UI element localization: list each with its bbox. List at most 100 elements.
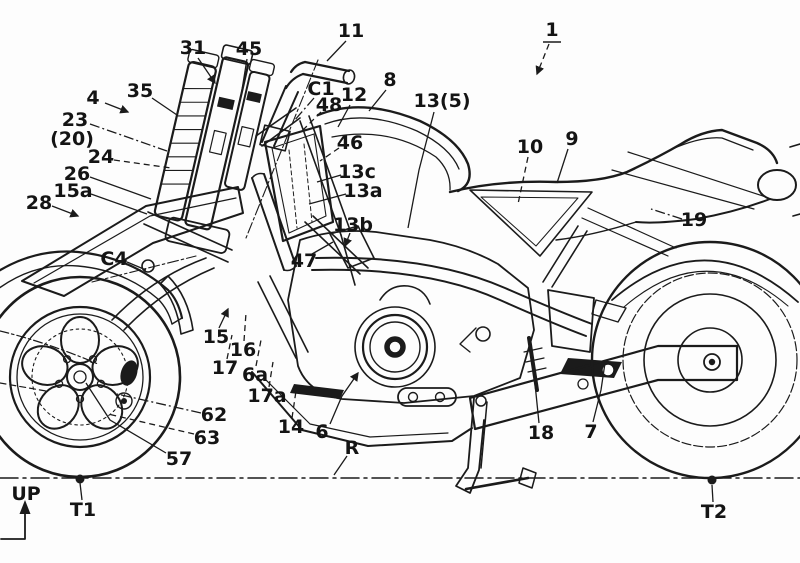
- center-stand: [455, 395, 537, 494]
- ref-label-1: 1: [545, 19, 558, 41]
- handlebar-steering: [245, 59, 356, 239]
- ref-label-17a: 17a: [247, 385, 286, 407]
- leader-line-8: [368, 89, 387, 112]
- leader-line-62: [116, 393, 202, 414]
- ref-label-20: (20): [50, 128, 94, 150]
- cylinder-block: [329, 225, 375, 269]
- ref-label-9: 9: [565, 128, 578, 150]
- leader-line-13-5: [407, 111, 435, 229]
- front-rim-inner: [16, 313, 144, 441]
- ref-label-16: 16: [230, 339, 256, 361]
- front-rim-outer: [8, 305, 152, 449]
- spring-coils: [161, 88, 212, 185]
- leader-line-C4: [126, 261, 147, 271]
- swingarm: [468, 344, 739, 431]
- ref-label-45: 45: [236, 38, 262, 60]
- ground-tangent-point-T2: [707, 475, 717, 485]
- leader-line-35: [151, 97, 178, 116]
- taillight: [757, 169, 797, 201]
- leader-line-13b: [343, 232, 352, 248]
- handlebar-grip: [303, 60, 351, 73]
- front-cover-panel: [21, 186, 244, 297]
- leader-line-13a: [308, 193, 347, 205]
- main-frame: [304, 215, 627, 392]
- ref-label-48: 48: [316, 94, 342, 116]
- ref-label-7: 7: [584, 421, 597, 443]
- leader-line-18: [533, 373, 540, 424]
- ref-label-6a: 6a: [242, 364, 268, 386]
- ref-label-14: 14: [278, 416, 304, 438]
- ref-label-46: 46: [337, 132, 363, 154]
- leader-line-6a: [255, 339, 262, 367]
- up-orientation-arrow: [0, 500, 31, 540]
- rear-rim: [643, 293, 777, 427]
- leader-line-45: [240, 58, 248, 97]
- front-box-panel: [263, 124, 335, 243]
- leader-line-57: [85, 382, 167, 454]
- footpeg-mount: [475, 326, 491, 342]
- leader-line-T2: [711, 484, 714, 503]
- belly-vent-shadow: [290, 384, 344, 399]
- leader-line-31: [197, 57, 216, 85]
- leader-line-11: [326, 40, 347, 62]
- seat-top-line: [448, 128, 779, 194]
- bodywork: [316, 106, 800, 308]
- front-brake-caliper: [120, 360, 138, 386]
- ref-label-11: 11: [338, 20, 364, 42]
- leader-line-15: [218, 307, 229, 329]
- fender-stay-blade: [159, 275, 194, 335]
- ref-label-63: 63: [194, 427, 220, 449]
- leader-line-24: [113, 159, 172, 169]
- ground-tangent-point-T1: [75, 474, 85, 484]
- ref-label-19: 19: [681, 209, 707, 231]
- leader-line-9: [556, 148, 569, 184]
- crank-center: [384, 336, 406, 358]
- front-suspension-unit: [153, 44, 276, 254]
- rear-hub: [677, 327, 743, 393]
- side-cover-panel: [469, 189, 593, 257]
- leader-line-C1: [293, 97, 315, 122]
- ref-label-R: R: [345, 437, 360, 459]
- ref-label-23: 23: [62, 109, 88, 131]
- ref-label-T2: T2: [701, 501, 727, 523]
- front-hub: [66, 363, 94, 391]
- leader-line-T1: [79, 482, 83, 501]
- leader-line-46: [319, 147, 340, 162]
- leader-line-16: [243, 312, 247, 342]
- leader-line-28: [51, 205, 80, 218]
- leader-line-7: [592, 362, 606, 423]
- ref-label-31: 31: [180, 37, 206, 59]
- front-wheel: [0, 275, 182, 479]
- front-brake-disc: [31, 328, 129, 426]
- leader-line-19: [650, 208, 683, 220]
- ref-label-8: 8: [383, 69, 396, 91]
- leader-line-6: [329, 371, 359, 425]
- ref-label-13a: 13a: [343, 180, 382, 202]
- ref-label-26: 26: [64, 163, 90, 185]
- leader-line-26: [89, 176, 152, 200]
- leader-line-R: [333, 455, 348, 476]
- leader-line-13c: [316, 174, 342, 183]
- steering-axis-line: [245, 59, 319, 239]
- leader-line-15a: [90, 193, 148, 215]
- ref-label-28: 28: [26, 192, 52, 214]
- grip-end: [342, 69, 356, 85]
- ref-label-18: 18: [528, 422, 554, 444]
- ref-label-C1: C1: [307, 78, 334, 100]
- ref-label-T1: T1: [70, 499, 96, 521]
- leader-line-48: [299, 111, 322, 134]
- rear-wheel: [590, 240, 800, 480]
- ref-label-UP: UP: [11, 483, 40, 505]
- edge-leader-line-lower: [0, 382, 47, 392]
- ref-label-12: 12: [341, 84, 367, 106]
- rear-hugger: [611, 259, 799, 303]
- steering-column-housing: [184, 56, 249, 231]
- ref-label-10: 10: [517, 136, 543, 158]
- ref-label-13b: 13b: [333, 214, 373, 236]
- ref-label-13-5: 13(5): [413, 90, 470, 112]
- belly-panel: [251, 371, 473, 447]
- leader-line-12: [337, 104, 351, 128]
